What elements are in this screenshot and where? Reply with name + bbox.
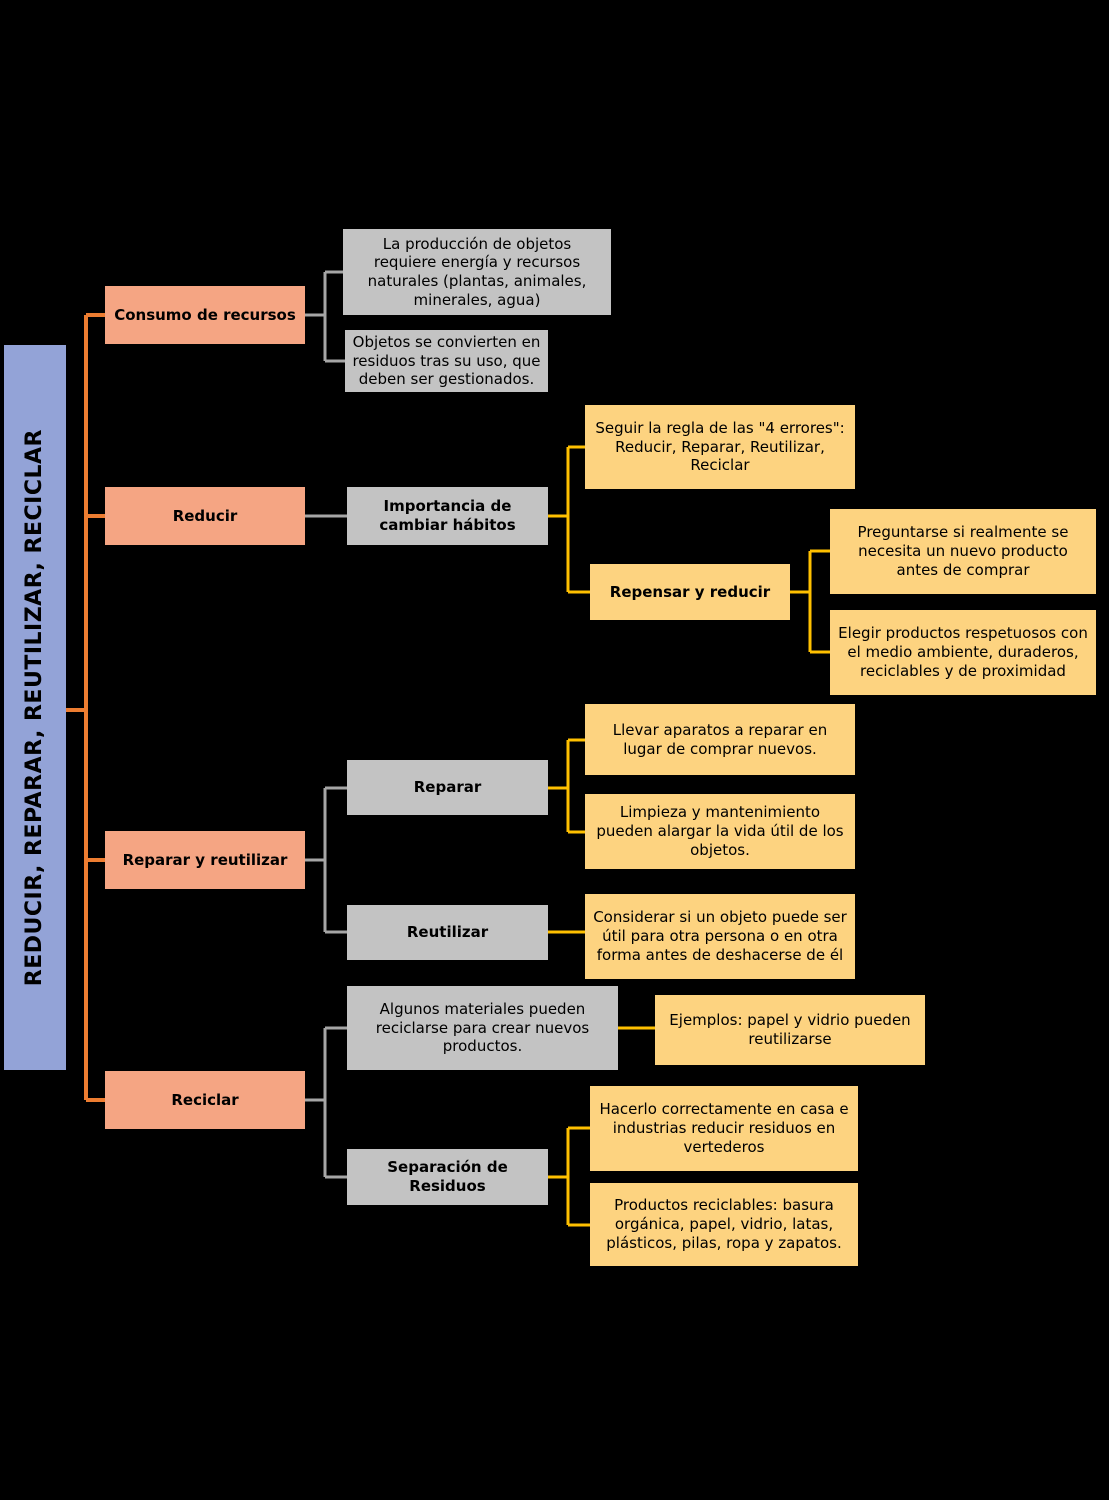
branch-consumo-de-recursos: Consumo de recursos bbox=[105, 286, 305, 344]
branch-reciclar: Reciclar bbox=[105, 1071, 305, 1129]
note-hacerlo-correctamente: Hacerlo correctamente en casa e industri… bbox=[590, 1086, 858, 1171]
note-preguntarse-necesidad: Preguntarse si realmente se necesita un … bbox=[830, 509, 1096, 594]
topic-algunos-materiales: Algunos materiales pueden reciclarse par… bbox=[347, 986, 618, 1070]
topic-importancia-cambiar-habitos: Importancia de cambiar hábitos bbox=[347, 487, 548, 545]
topic-reparar: Reparar bbox=[347, 760, 548, 815]
note-elegir-productos: Elegir productos respetuosos con el medi… bbox=[830, 610, 1096, 695]
root-title-text: REDUCIR, REPARAR, REUTILIZAR, RECICLAR bbox=[22, 428, 48, 987]
topic-repensar-y-reducir: Repensar y reducir bbox=[590, 564, 790, 620]
orange-connectors bbox=[66, 313, 105, 1102]
note-produccion-objetos: La producción de objetos requiere energí… bbox=[343, 229, 611, 315]
note-objetos-residuos: Objetos se convierten en residuos tras s… bbox=[345, 330, 548, 392]
root-title-box: REDUCIR, REPARAR, REUTILIZAR, RECICLAR bbox=[4, 345, 66, 1070]
note-considerar-objeto-util: Considerar si un objeto puede ser útil p… bbox=[585, 894, 855, 979]
topic-separacion-de-residuos: Separación de Residuos bbox=[347, 1149, 548, 1205]
yellow-connectors bbox=[548, 445, 830, 1227]
note-regla-4-errores: Seguir la regla de las "4 errores": Redu… bbox=[585, 405, 855, 489]
topic-reutilizar: Reutilizar bbox=[347, 905, 548, 960]
gray-connectors bbox=[305, 270, 347, 1179]
branch-reducir: Reducir bbox=[105, 487, 305, 545]
note-ejemplos-papel-vidrio: Ejemplos: papel y vidrio pueden reutiliz… bbox=[655, 995, 925, 1065]
note-productos-reciclables: Productos reciclables: basura orgánica, … bbox=[590, 1183, 858, 1266]
note-llevar-aparatos: Llevar aparatos a reparar en lugar de co… bbox=[585, 704, 855, 775]
branch-reparar-y-reutilizar: Reparar y reutilizar bbox=[105, 831, 305, 889]
note-limpieza-mantenimiento: Limpieza y mantenimiento pueden alargar … bbox=[585, 794, 855, 869]
